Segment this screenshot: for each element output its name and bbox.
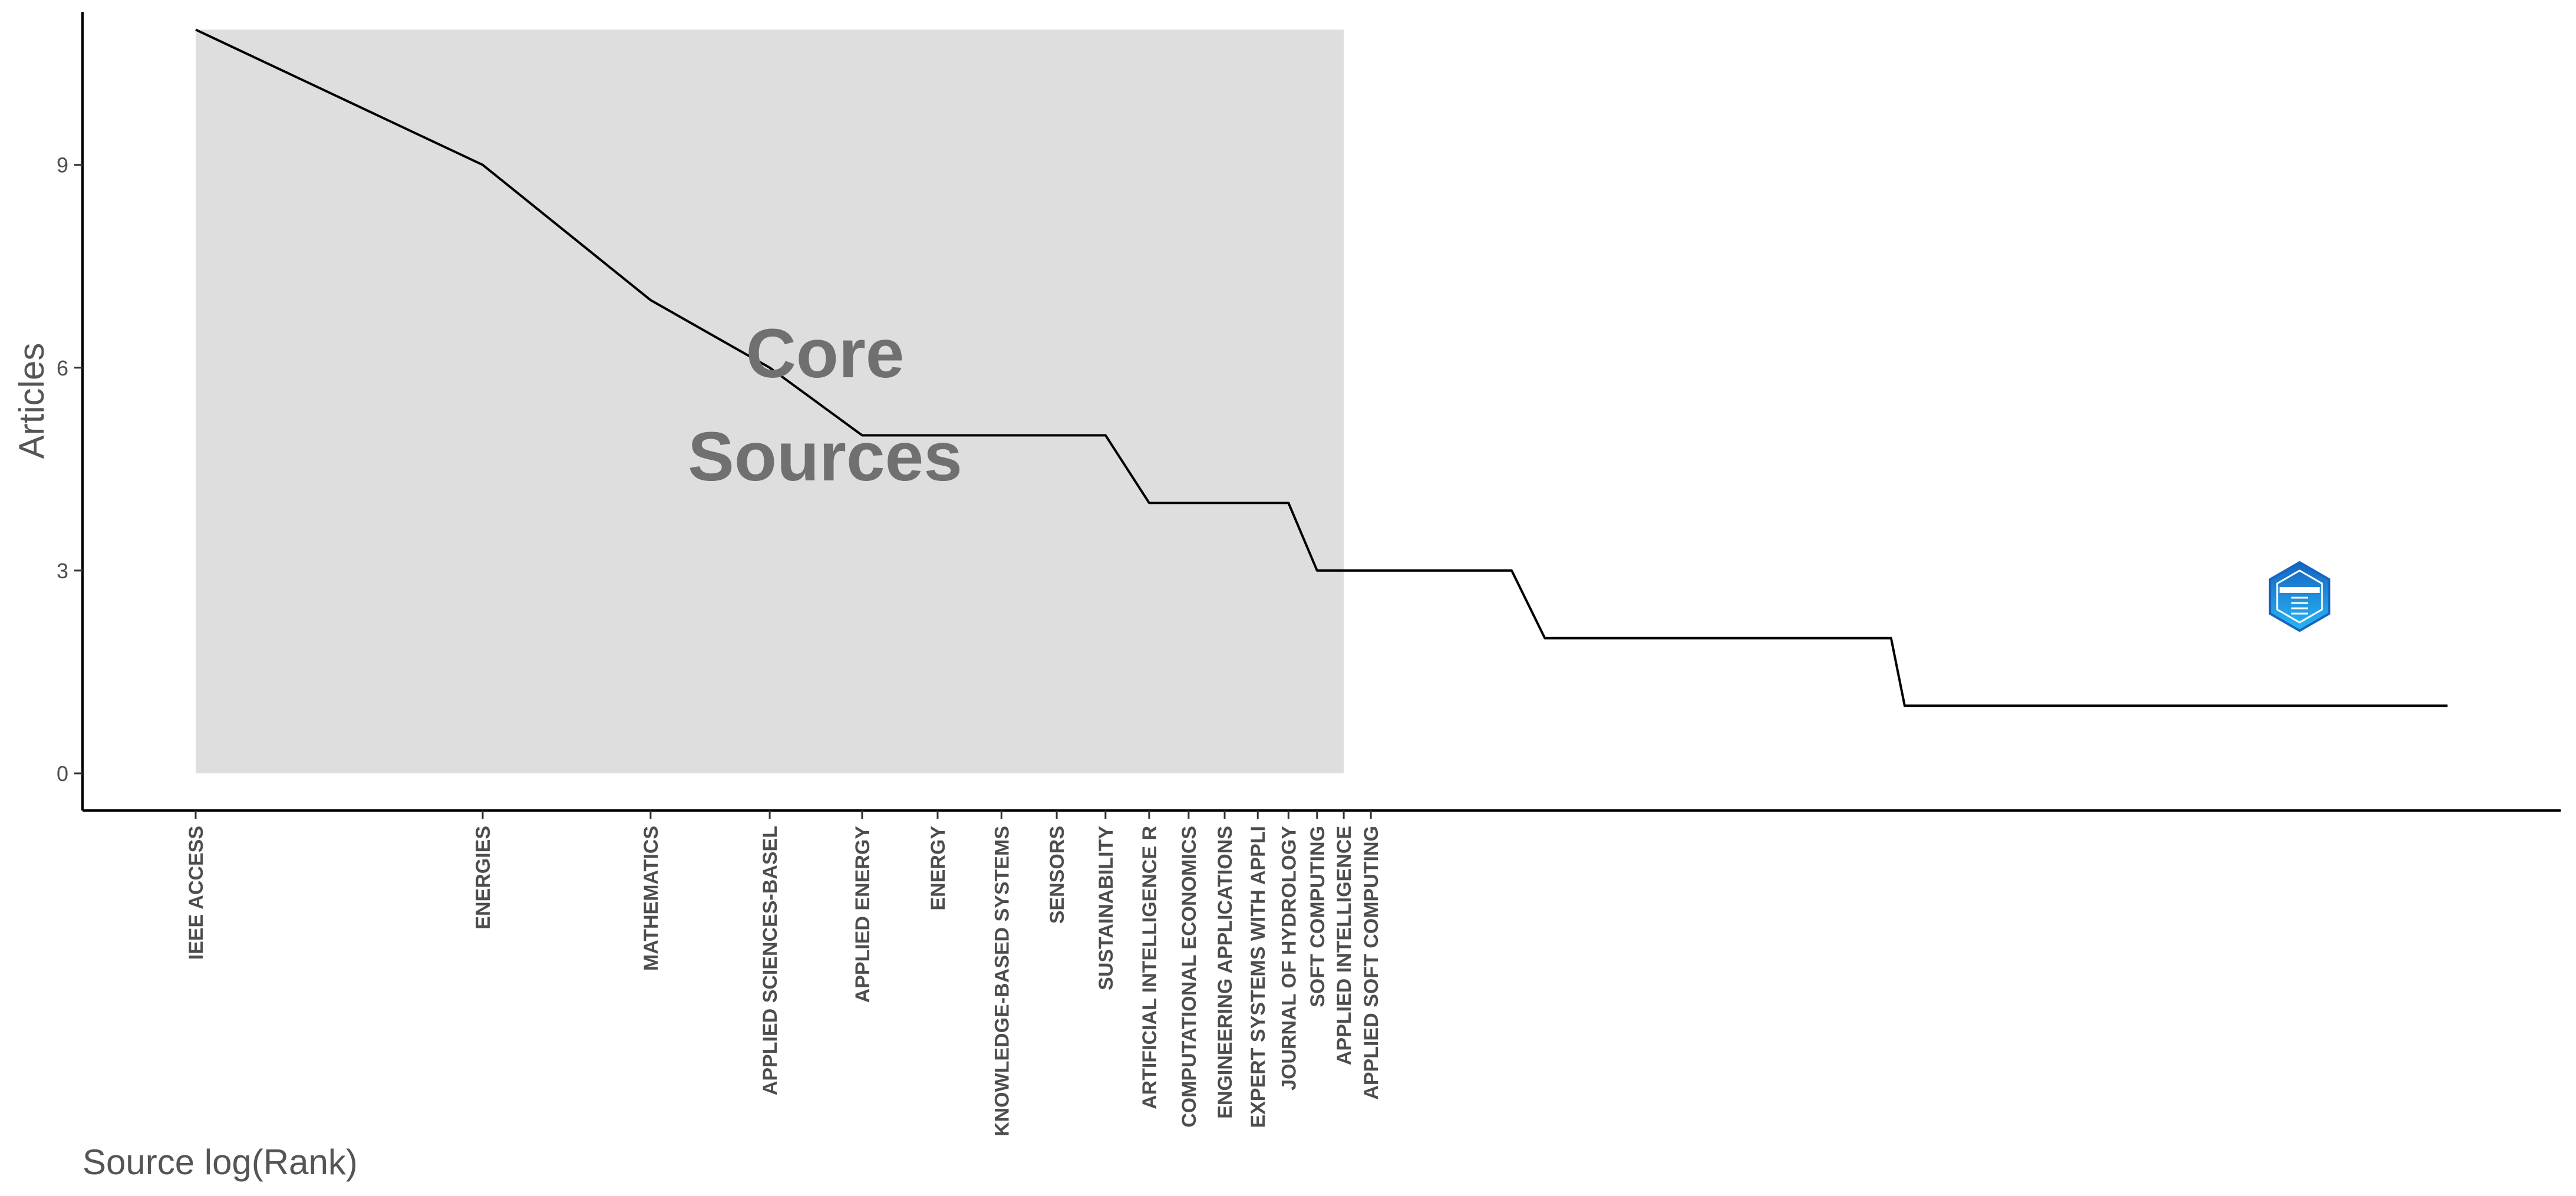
x-tick-label-source: ENGINEERING APPLICATIONS xyxy=(1214,826,1236,1119)
y-tick-label-9: 9 xyxy=(57,153,68,177)
bibliometrix-hexagon-icon xyxy=(2268,561,2331,632)
x-tick-label-source: APPLIED INTELLIGENCE xyxy=(1333,826,1355,1065)
core-sources-zone xyxy=(196,29,1344,773)
y-tick-label-0: 0 xyxy=(57,762,68,786)
bibliometrix-logo xyxy=(2268,561,2331,632)
x-tick-label-source: IEEE ACCESS xyxy=(185,826,207,960)
x-tick-label-source: KNOWLEDGE-BASED SYSTEMS xyxy=(991,826,1013,1136)
x-tick-label-source: ARTIFICIAL INTELLIGENCE R xyxy=(1139,826,1161,1109)
articles-line-series-0 xyxy=(195,28,2448,707)
x-tick-label-source: JOURNAL OF HYDROLOGY xyxy=(1278,826,1300,1090)
logo-inner-hexagon xyxy=(2276,569,2323,624)
x-tick-label-source: MATHEMATICS xyxy=(640,826,662,971)
x-tick-label-source: SOFT COMPUTING xyxy=(1307,826,1329,1007)
x-tick-label-source: EXPERT SYSTEMS WITH APPLI xyxy=(1247,826,1269,1128)
y-axis-title: Articles xyxy=(12,343,51,459)
y-tick-label-3: 3 xyxy=(57,559,68,583)
x-tick-label-source: ENERGY xyxy=(927,826,949,911)
x-tick-label-source: SENSORS xyxy=(1046,826,1068,924)
y-tick-label-6: 6 xyxy=(57,356,68,380)
x-tick-label-source: COMPUTATIONAL ECONOMICS xyxy=(1178,826,1200,1128)
x-tick-label-source: APPLIED SCIENCES-BASEL xyxy=(759,826,781,1095)
x-tick-label-source: ENERGIES xyxy=(472,826,494,930)
x-tick-label-source: SUSTAINABILITY xyxy=(1095,826,1117,990)
x-tick-label-source: APPLIED SOFT COMPUTING xyxy=(1360,826,1383,1100)
x-tick-label-source: APPLIED ENERGY xyxy=(852,826,874,1003)
core-label-line-2: Sources xyxy=(688,418,962,496)
x-axis-title: Source log(Rank) xyxy=(83,1142,358,1182)
core-label-line-1: Core xyxy=(746,315,905,393)
logo-band xyxy=(2280,587,2320,593)
